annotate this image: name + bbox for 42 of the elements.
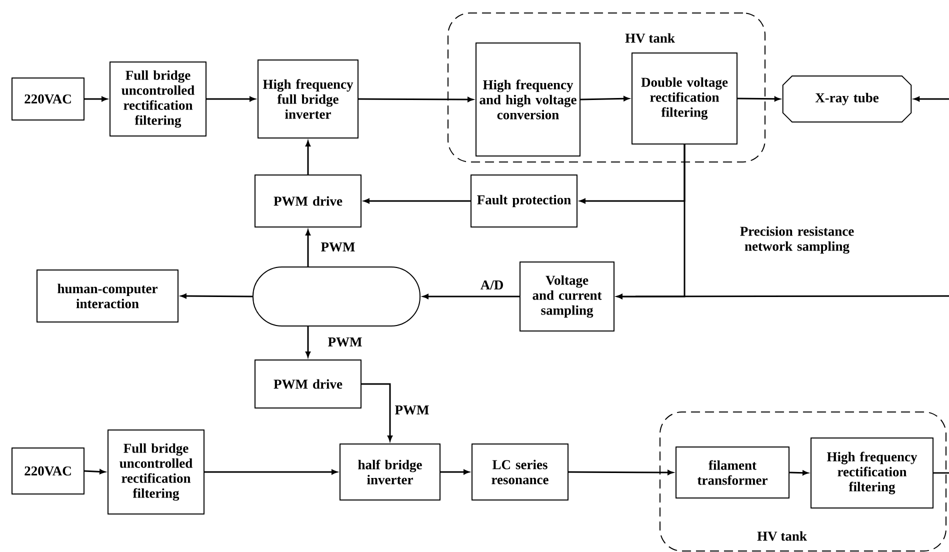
process-box: PWM drive	[254, 174, 362, 228]
arrow	[616, 294, 949, 299]
controller-box	[252, 266, 420, 326]
arrow	[306, 326, 310, 358]
process-box: High frequency full bridge inverter	[258, 60, 358, 138]
arrow	[84, 96, 108, 102]
process-box: 220VAC	[12, 448, 84, 494]
process-box: Voltage and current sampling	[520, 262, 614, 332]
process-box: Full bridge uncontrolled rectification filtering	[110, 62, 206, 136]
arrow	[440, 470, 470, 474]
process-box: filament transformer	[676, 446, 790, 498]
arrow	[180, 294, 253, 298]
arrow	[364, 198, 470, 204]
arrow	[790, 470, 808, 476]
process-box: Double voltage rectification filtering	[632, 52, 738, 144]
edge-label: PWM	[320, 241, 356, 253]
arrow	[422, 294, 520, 299]
arrow	[84, 469, 106, 474]
arrow	[738, 96, 780, 102]
arrow	[358, 97, 474, 102]
process-box: Full bridge uncontrolled rectification filtering	[108, 430, 204, 514]
edge-label: PWM	[326, 336, 364, 348]
process-box: LC series resonance	[472, 444, 568, 500]
arrow	[568, 470, 674, 475]
arrow	[362, 383, 392, 442]
arrow	[306, 140, 310, 174]
arrow	[914, 96, 949, 102]
arrow	[204, 470, 338, 474]
process-box: human-computer interaction	[36, 270, 178, 322]
arrow	[306, 230, 310, 266]
process-box: High frequency rectification filtering	[810, 438, 934, 508]
xray-tube-box: X-ray tube	[782, 76, 912, 122]
process-box: 220VAC	[12, 78, 84, 120]
arrow	[206, 96, 256, 102]
edge-label: PWM	[394, 404, 430, 416]
edge-label: A/D	[479, 279, 505, 291]
arrow	[580, 96, 630, 102]
process-box: Fault protection	[470, 174, 578, 228]
process-box: High frequency and high voltage conversion	[476, 42, 580, 156]
note-label: Precision resistance network sampling	[740, 226, 854, 254]
process-box: half bridge inverter	[340, 444, 440, 500]
process-box: PWM drive	[254, 360, 362, 408]
